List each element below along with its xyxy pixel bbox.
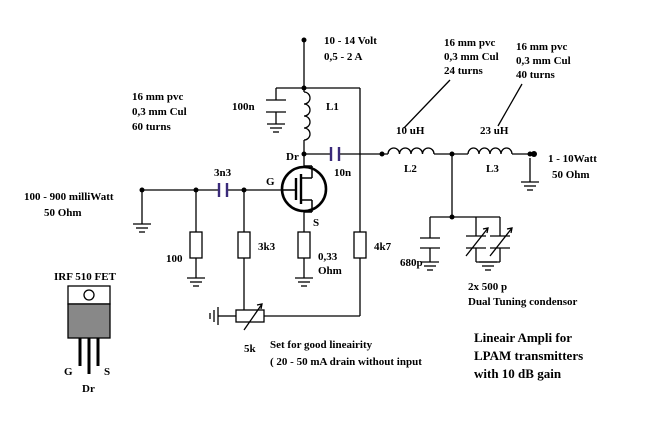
- output-power-label: 1 - 10Watt: [548, 153, 597, 165]
- resistor-3k3: [237, 231, 251, 259]
- label-source: S: [313, 217, 319, 229]
- label-680p: 680p: [400, 257, 423, 269]
- capacitor-10n: [329, 147, 341, 161]
- inductor-l3: [467, 147, 513, 155]
- fet-package-title: IRF 510 FET: [54, 271, 117, 283]
- annotation-pointers: [403, 79, 523, 129]
- fet-pin-source: S: [104, 366, 110, 378]
- label-3k3: 3k3: [258, 241, 276, 253]
- fet-package: [67, 285, 111, 374]
- label-033: 0,33: [318, 251, 338, 263]
- l3-spec-line3: 40 turns: [516, 69, 556, 81]
- label-4k7: 4k7: [374, 241, 392, 253]
- tuning-capacitor-left: [465, 227, 489, 257]
- tuning-cap-value: 2x 500 p: [468, 281, 507, 293]
- bias-note-line2: ( 20 - 50 mA drain without input: [270, 356, 422, 368]
- caption-line3: with 10 dB gain: [474, 366, 562, 381]
- capacitor-680p: [420, 237, 440, 249]
- l1-spec-line2: 0,3 mm Cul: [132, 106, 187, 118]
- label-l1: L1: [326, 101, 339, 113]
- label-l3-value: 23 uH: [480, 125, 509, 137]
- input-power-label: 100 - 900 milliWatt: [24, 191, 114, 203]
- label-ohm: Ohm: [318, 265, 342, 277]
- junction-dots: [139, 37, 533, 220]
- output-impedance-label: 50 Ohm: [552, 169, 590, 181]
- l2-spec-line2: 0,3 mm Cul: [444, 51, 499, 63]
- label-drain: Dr: [286, 151, 299, 163]
- l2-spec-line3: 24 turns: [444, 65, 484, 77]
- inductor-l2: [387, 147, 435, 155]
- tuning-capacitor-right: [489, 227, 513, 257]
- capacitor-100n: [266, 99, 286, 113]
- supply-voltage-label: 10 - 14 Volt: [324, 35, 377, 47]
- output-terminal: [531, 151, 537, 157]
- label-100-ohm: 100: [166, 253, 183, 265]
- label-3n3: 3n3: [214, 167, 232, 179]
- inductor-l1: [303, 91, 311, 141]
- label-gate: G: [266, 176, 275, 188]
- bias-note-line1: Set for good lineairity: [270, 339, 373, 351]
- label-100n: 100n: [232, 101, 255, 113]
- fet-pin-gate: G: [64, 366, 73, 378]
- resistor-4k7: [353, 231, 367, 259]
- capacitor-3n3: [217, 183, 229, 197]
- potentiometer-5k: [235, 303, 265, 331]
- resistor-100: [189, 231, 203, 259]
- label-10n: 10n: [334, 167, 351, 179]
- label-l2-name: L2: [404, 163, 417, 175]
- caption-line1: Lineair Ampli for: [474, 330, 572, 345]
- input-impedance-label: 50 Ohm: [44, 207, 82, 219]
- tuning-cap-name: Dual Tuning condensor: [468, 296, 578, 308]
- l2-spec-line1: 16 mm pvc: [444, 37, 495, 49]
- label-l3-name: L3: [486, 163, 499, 175]
- resistor-033: [297, 231, 311, 259]
- fet-pin-drain: Dr: [82, 383, 95, 395]
- supply-current-label: 0,5 - 2 A: [324, 51, 363, 63]
- ground-symbols: [133, 123, 539, 325]
- fet-symbol: [280, 165, 328, 213]
- l1-spec-line1: 16 mm pvc: [132, 91, 183, 103]
- wires: [141, 40, 531, 317]
- l1-spec-line3: 60 turns: [132, 121, 172, 133]
- l3-spec-line1: 16 mm pvc: [516, 41, 567, 53]
- label-l2-value: 10 uH: [396, 125, 425, 137]
- caption-line2: LPAM transmitters: [474, 348, 583, 363]
- l3-spec-line2: 0,3 mm Cul: [516, 55, 571, 67]
- label-pot-5k: 5k: [244, 343, 257, 355]
